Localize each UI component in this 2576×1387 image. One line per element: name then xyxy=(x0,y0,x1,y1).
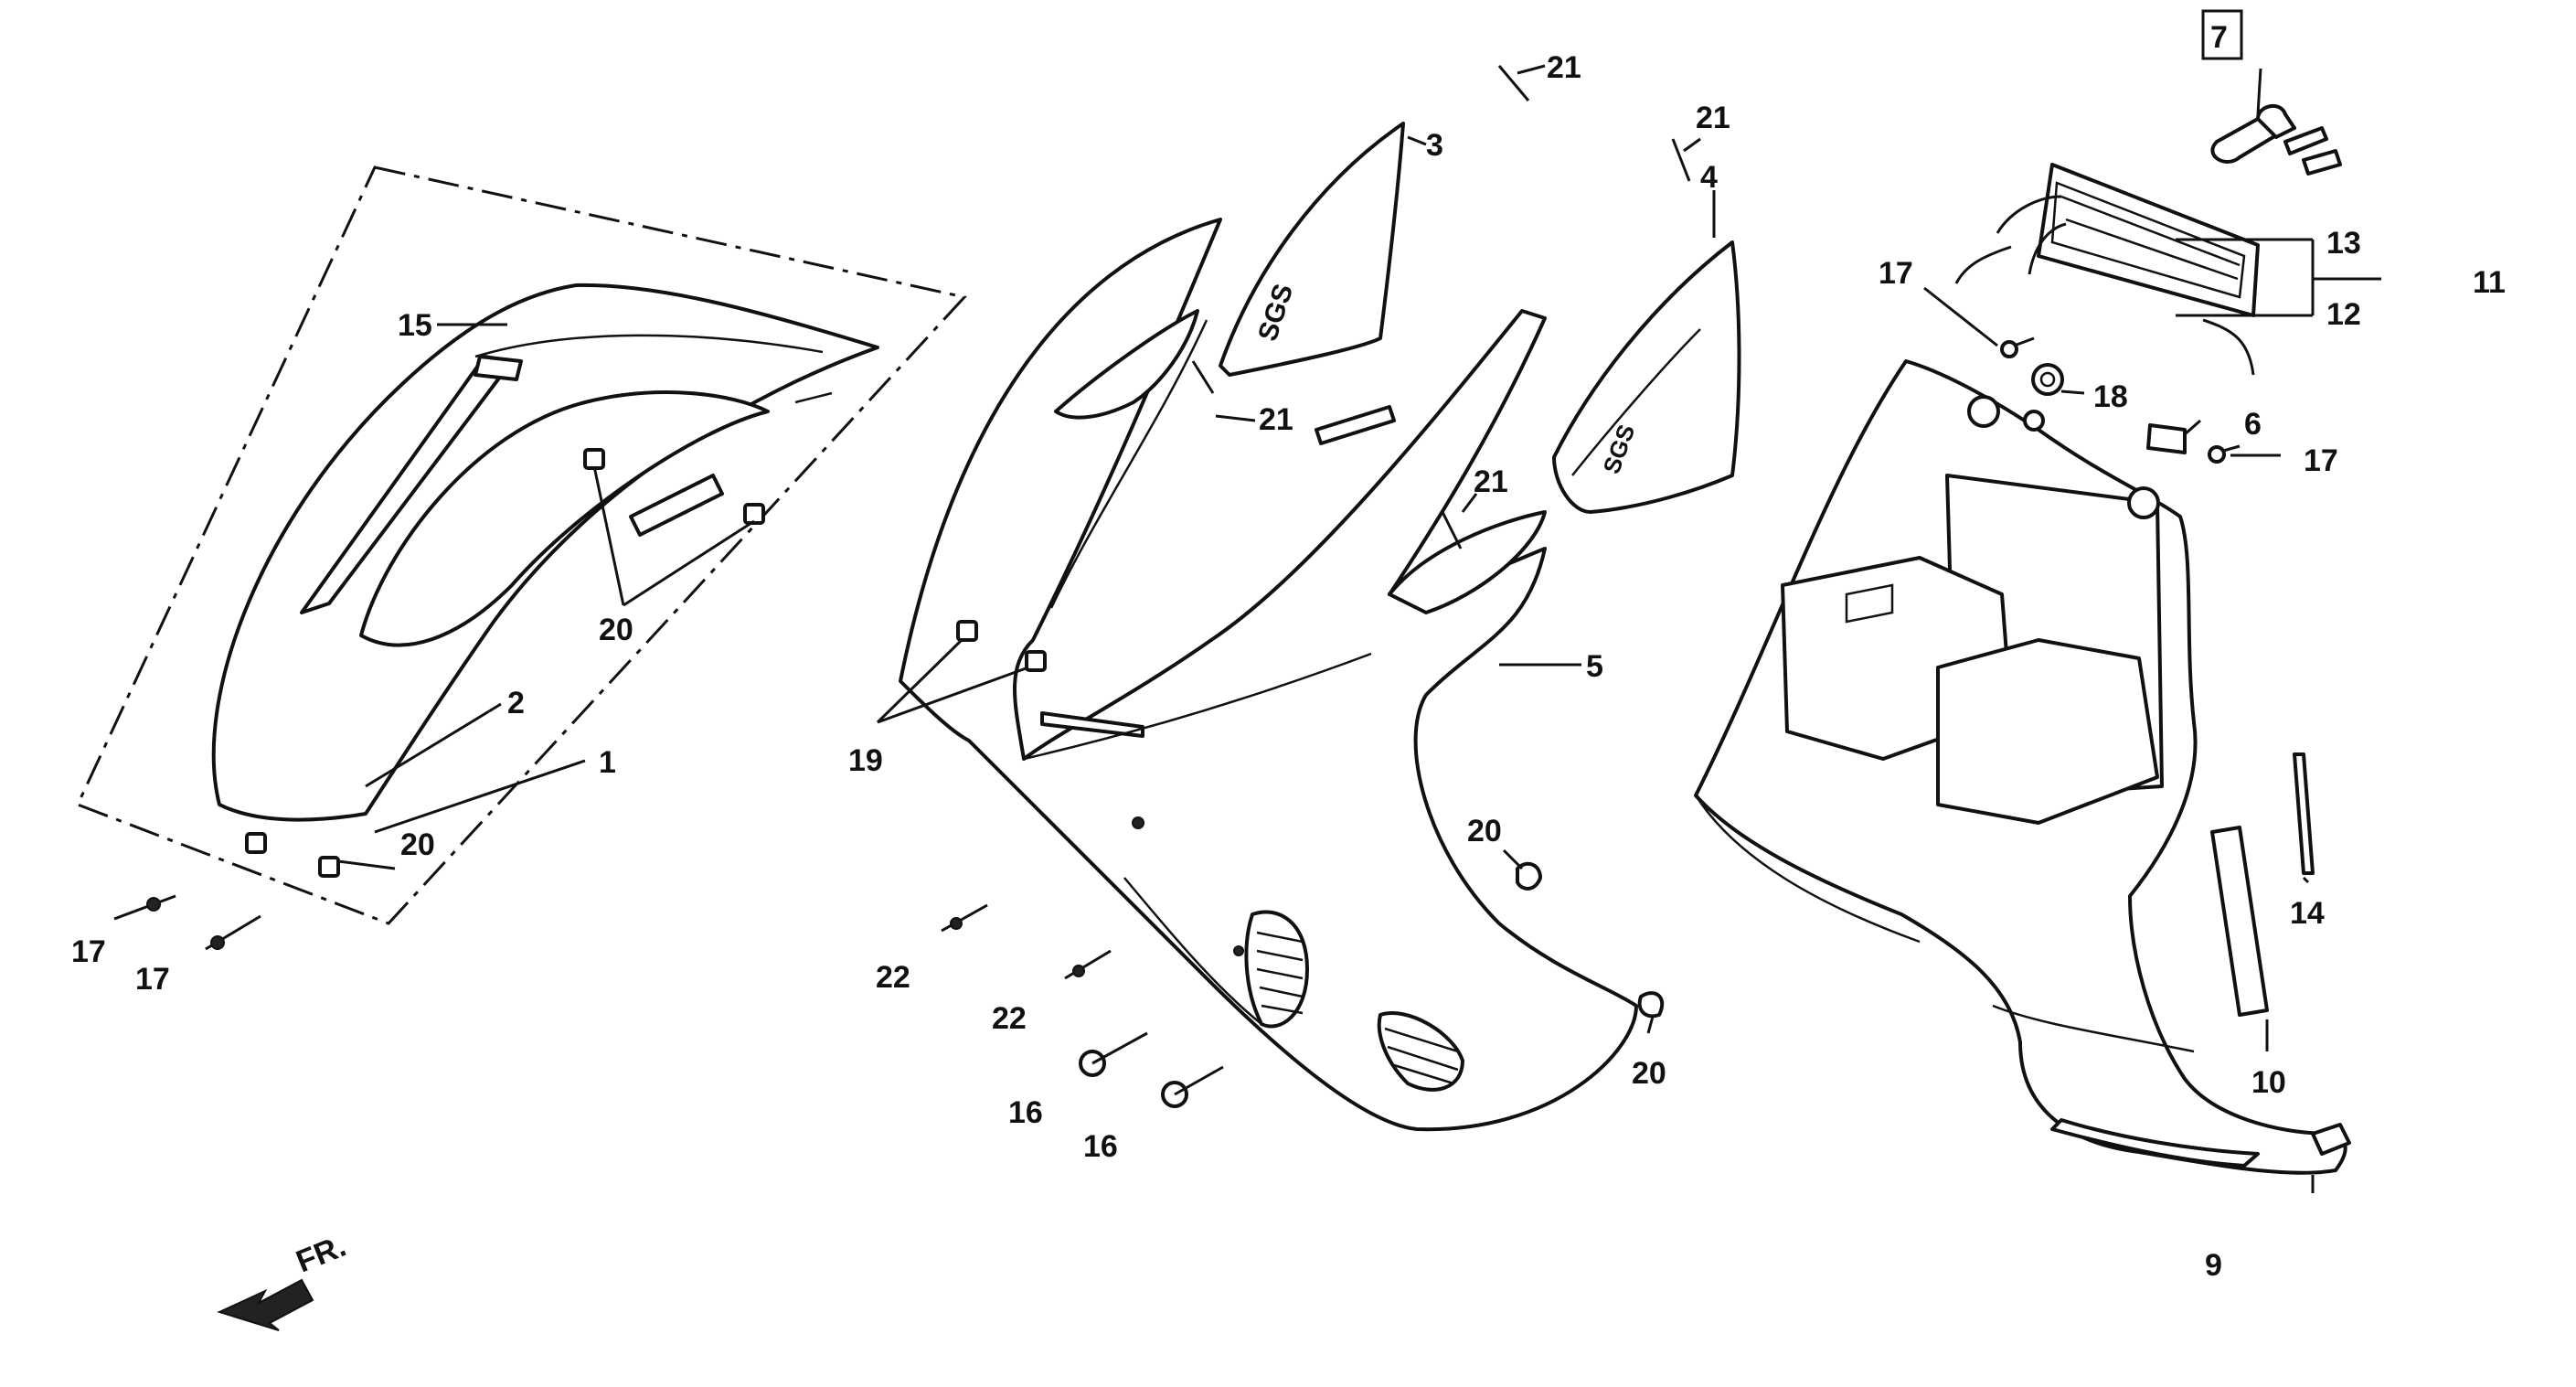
callout-16-a: 16 xyxy=(1008,1095,1043,1130)
callout-17-left-b: 17 xyxy=(135,962,170,997)
decal-3-front-emblem: SGS xyxy=(1219,122,1405,377)
callout-6: 6 xyxy=(2244,407,2262,442)
callout-17-right-top: 17 xyxy=(1879,256,1913,291)
callout-9: 9 xyxy=(2205,1248,2222,1283)
screw-icons-17-left xyxy=(113,894,261,951)
key-lock-set-7 xyxy=(2201,9,2342,176)
callout-11: 11 xyxy=(2473,265,2506,300)
callout-22-b: 22 xyxy=(992,1001,1027,1036)
callout-22-a: 22 xyxy=(876,960,910,995)
direction-label: FR. xyxy=(292,1229,351,1280)
small-parts-6-17-18 xyxy=(2000,336,2241,464)
clip-nut-icons-left xyxy=(245,448,765,878)
callout-3: 3 xyxy=(1426,128,1443,163)
front-shield xyxy=(899,218,1638,1132)
callout-14: 14 xyxy=(2290,896,2325,931)
callout-17-left-a: 17 xyxy=(71,934,106,969)
callout-labels: 15 2 1 20 20 17 17 3 21 21 4 21 21 5 19 … xyxy=(71,20,2506,1283)
callout-20-middle: 20 xyxy=(1467,814,1502,848)
callout-18: 18 xyxy=(2093,379,2128,414)
callout-10: 10 xyxy=(2251,1065,2286,1100)
callout-17-right: 17 xyxy=(2304,443,2338,478)
carrier-rack-11-12-13 xyxy=(1954,163,2260,376)
leader-lines xyxy=(337,64,2381,1193)
callout-20-left: 20 xyxy=(599,613,633,647)
screw-icons-22-16 xyxy=(941,903,1224,1108)
callout-19: 19 xyxy=(848,743,883,778)
callout-20-lower-left: 20 xyxy=(400,827,435,862)
callout-21-lower: 21 xyxy=(1474,464,1508,499)
front-cover-assembly xyxy=(75,165,967,925)
callout-12: 12 xyxy=(2326,297,2361,332)
callout-2: 2 xyxy=(507,686,525,720)
clip-nut-icons-middle xyxy=(956,620,1665,1019)
rivet-icons-21 xyxy=(1191,65,1691,549)
callout-4: 4 xyxy=(1700,160,1718,195)
tray-parts-10-14 xyxy=(2210,752,2315,1017)
callout-21-mid: 21 xyxy=(1259,402,1293,437)
callout-7: 7 xyxy=(2210,20,2228,55)
callout-21-upper: 21 xyxy=(1696,101,1730,135)
callout-15: 15 xyxy=(398,308,432,343)
front-direction-arrow xyxy=(217,1278,314,1331)
inner-cover-glove-box xyxy=(1694,359,2351,1175)
callout-13: 13 xyxy=(2326,226,2361,261)
decal-4-side-panel: SGS xyxy=(1552,240,1741,514)
callout-16-b: 16 xyxy=(1083,1129,1118,1164)
callout-5: 5 xyxy=(1586,649,1603,684)
callout-20-bottom: 20 xyxy=(1632,1056,1666,1091)
callout-1: 1 xyxy=(599,745,616,780)
callout-21-top: 21 xyxy=(1547,50,1581,85)
